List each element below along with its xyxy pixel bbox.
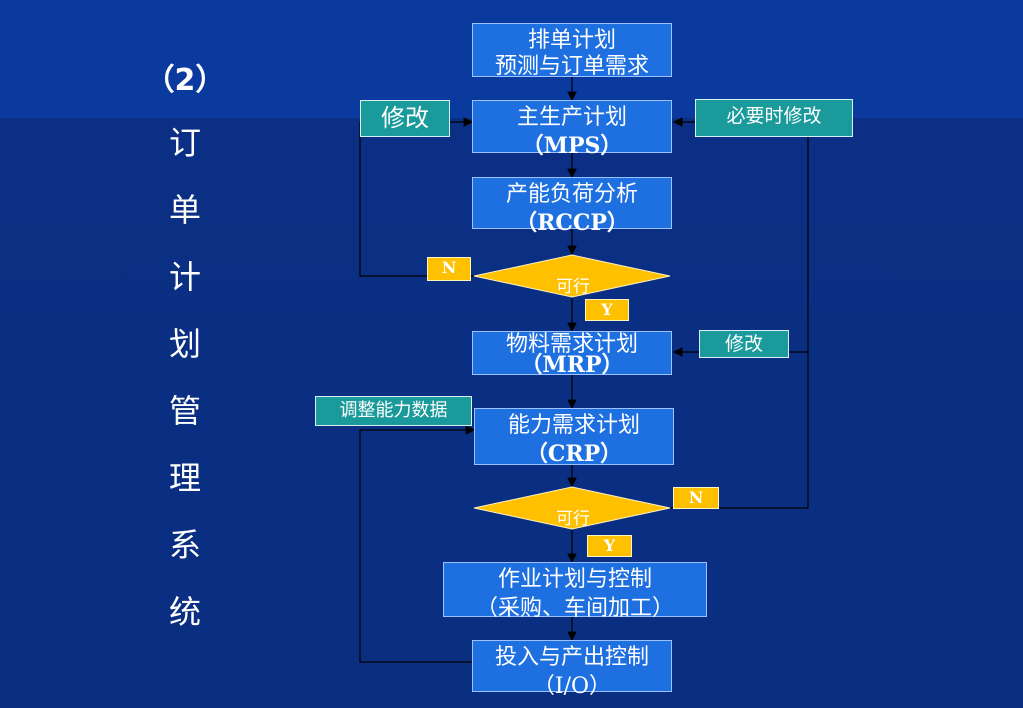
rccp-box: 产能负荷分析 （RCCP）: [472, 177, 672, 236]
side-title-char-4: 划: [168, 325, 201, 363]
side-title-char-8: 统: [168, 593, 201, 631]
decision-label-2: 可行: [556, 509, 590, 529]
mrp-box-line2: （MRP）: [520, 352, 624, 378]
decision-diamond-2: [473, 486, 671, 530]
decision-diamond-1: [473, 254, 671, 298]
ops-box-line1: 作业计划与控制: [497, 567, 652, 592]
crp-box-line2: （CRP）: [525, 441, 623, 467]
schedule-box: 排单计划 预测与订单需求: [472, 23, 672, 79]
section-number: （2）: [144, 63, 226, 98]
adjust-capacity-tag: 调整能力数据: [315, 396, 472, 426]
side-title-char-2: 单: [168, 191, 201, 229]
loop-n2-to-mps: [670, 117, 809, 509]
modify-tag-2: 修改: [699, 330, 789, 358]
mrp-box-line1: 物料需求计划: [505, 332, 638, 357]
schedule-box-line1: 排单计划: [527, 28, 616, 53]
side-title-char-7: 系: [168, 526, 201, 564]
yes-marker-2: Y: [587, 535, 632, 557]
side-title-char-5: 管: [168, 392, 201, 430]
rccp-box-line1: 产能负荷分析: [505, 182, 638, 207]
mps-box: 主生产计划 （MPS）: [472, 100, 672, 159]
side-title-char-1: 订: [168, 124, 201, 162]
decision-label-1: 可行: [556, 277, 590, 297]
loop-io-to-crp: [359, 425, 476, 663]
no-marker-1: N: [427, 257, 471, 281]
io-box: 投入与产出控制 （I/O）: [472, 640, 672, 699]
crp-box-line1: 能力需求计划: [507, 413, 640, 438]
crp-box: 能力需求计划 （CRP）: [474, 408, 674, 467]
loop-n1-to-mps: [359, 117, 474, 277]
mps-box-line1: 主生产计划: [516, 105, 627, 130]
yes-marker-1: Y: [585, 299, 629, 321]
modify-when-needed-tag: 必要时修改: [695, 99, 853, 137]
ops-box: 作业计划与控制 （采购、车间加工）: [443, 562, 707, 621]
mrp-box: 物料需求计划 （MRP）: [472, 331, 672, 378]
ops-box-line2: （采购、车间加工）: [475, 596, 674, 621]
modify-tag-1: 修改: [360, 100, 450, 137]
mps-box-line2: （MPS）: [521, 133, 623, 159]
schedule-box-line2: 预测与订单需求: [494, 54, 649, 79]
rccp-box-line2: （RCCP）: [515, 210, 629, 236]
side-title-char-3: 计: [168, 258, 201, 296]
side-title-char-6: 理: [168, 459, 201, 497]
io-box-line2: （I/O）: [532, 674, 612, 699]
no-marker-2: N: [673, 487, 719, 509]
io-box-line1: 投入与产出控制: [494, 645, 649, 670]
